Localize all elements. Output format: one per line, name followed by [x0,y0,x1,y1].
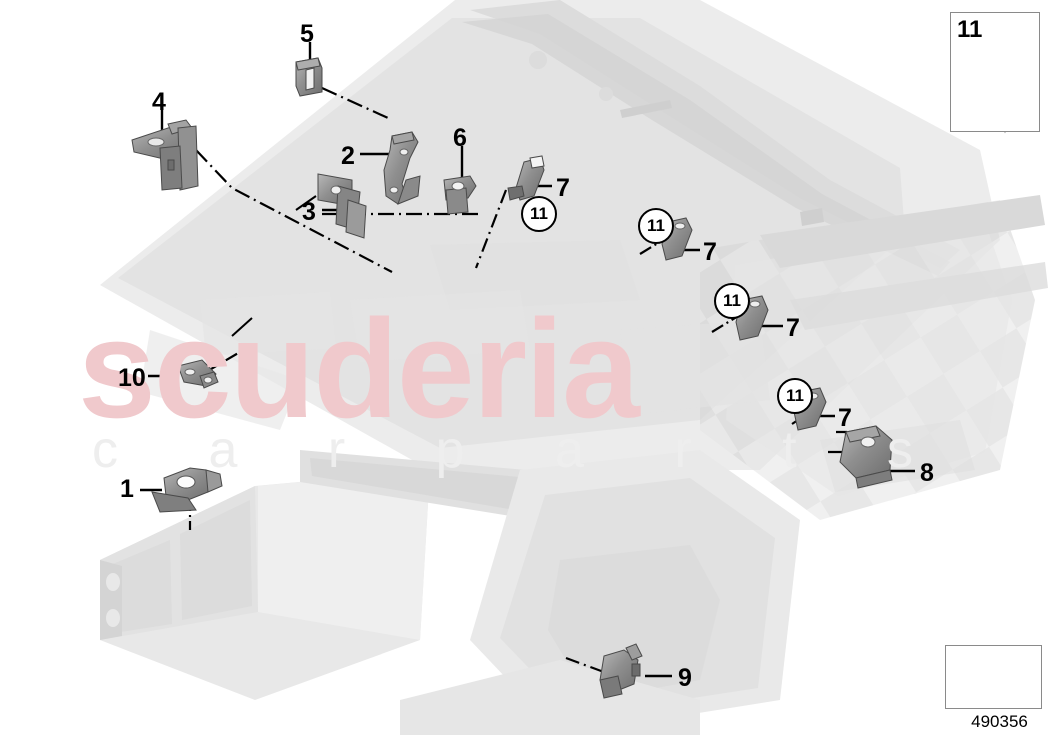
part-2-curved-bracket [383,131,421,205]
rivet-badge-4[interactable]: 11 [777,378,813,414]
callout-4[interactable]: 4 [152,88,166,116]
callout-3[interactable]: 3 [302,198,316,226]
rivet-badge-2[interactable]: 11 [638,208,674,244]
chain-10 [205,351,241,373]
rivet-inset-label: 11 [957,16,983,43]
part-3-flat-plate [317,173,367,239]
rivet-badge-3[interactable]: 11 [714,283,750,319]
part-9-bracket [599,643,643,699]
callout-7-c[interactable]: 7 [786,314,800,342]
rivet-inset-box [950,12,1040,132]
part-5-channel-clip [295,57,323,97]
chain-9 [565,656,621,680]
diagram-number: 490356 [971,712,1028,731]
rivet-badge-1[interactable]: 11 [521,196,557,232]
chain-4 [195,149,393,273]
part-6-flat-tab [443,175,477,215]
part-8-bracket [839,425,893,489]
callout-8[interactable]: 8 [920,459,934,487]
callout-10[interactable]: 10 [118,364,146,392]
direction-indicator-box [945,645,1042,709]
stub-3 [231,317,253,337]
callout-5[interactable]: 5 [300,20,314,48]
highlighted-parts [131,57,893,699]
part-4-l-bracket [131,119,199,191]
part-7a-angle-clip [507,155,545,201]
vehicle-structure-ghost [100,0,1048,735]
callout-9[interactable]: 9 [678,664,692,692]
stub-2 [295,195,317,211]
part-1-mounting-plate [151,467,223,513]
callout-1[interactable]: 1 [120,475,134,503]
callout-7-a[interactable]: 7 [556,174,570,202]
part-10-flat-strap [177,359,219,389]
callout-7-d[interactable]: 7 [838,404,852,432]
callout-2[interactable]: 2 [341,142,355,170]
callout-6[interactable]: 6 [453,124,467,152]
chain-5 [321,86,389,120]
chain-7a [474,189,508,269]
callout-7-b[interactable]: 7 [703,238,717,266]
